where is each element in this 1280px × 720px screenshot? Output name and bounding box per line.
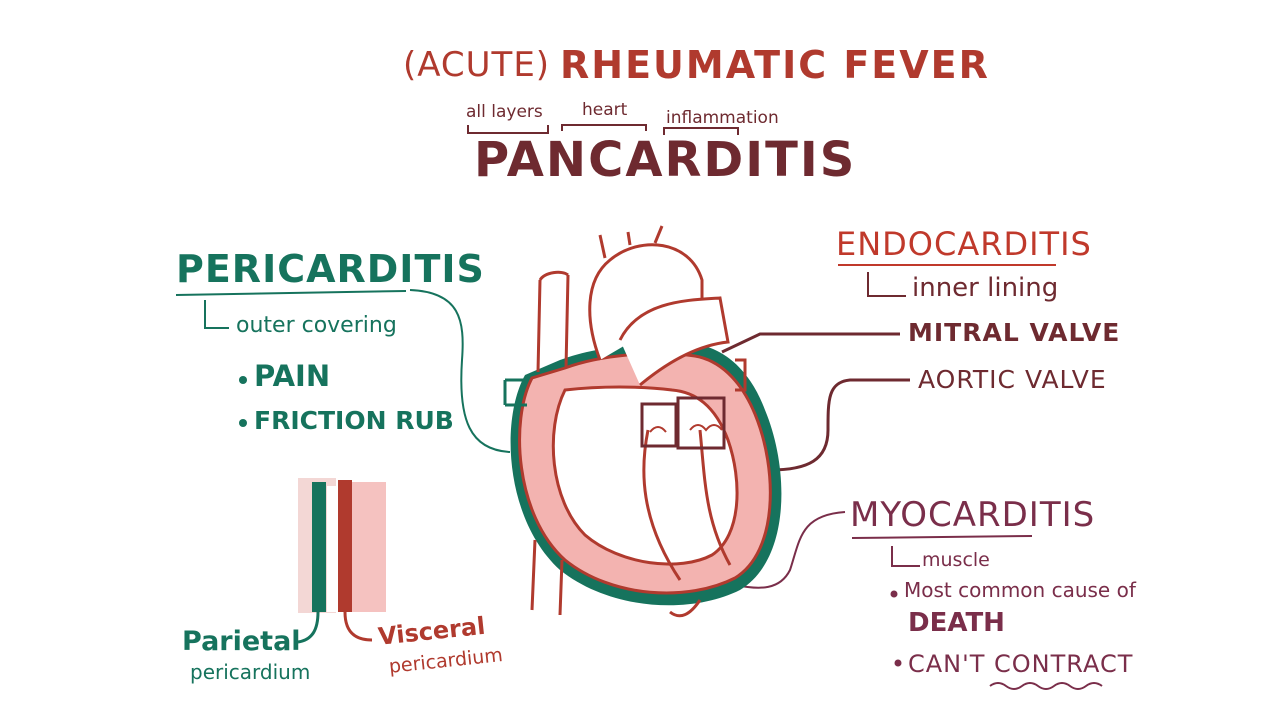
pericarditis-heading: PERICARDITIS <box>176 247 485 291</box>
pericarditis-bullet-friction-rub: FRICTION RUB <box>254 406 454 435</box>
root-inflammation: inflammation <box>666 108 779 128</box>
pancarditis-heading: PANCARDITIS <box>474 132 857 188</box>
parietal-pericardium-label: pericardium <box>190 660 311 684</box>
endocarditis-heading: ENDOCARDITIS <box>836 225 1092 263</box>
aortic-valve-label: AORTIC VALVE <box>918 365 1107 394</box>
root-heart: heart <box>582 100 628 120</box>
root-all-layers: all layers <box>466 102 543 122</box>
myocarditis-heading: MYOCARDITIS <box>850 495 1096 535</box>
title-acute: (ACUTE) <box>403 45 551 85</box>
pericarditis-bullet-pain: PAIN <box>254 359 331 393</box>
pericarditis-subtitle: outer covering <box>236 313 397 338</box>
myocarditis-bullet-cant-contract: CAN'T CONTRACT <box>908 650 1134 678</box>
endocarditis-subtitle: inner lining <box>912 273 1059 303</box>
myocarditis-bullet-common-cause: Most common cause of <box>904 578 1136 602</box>
parietal-label: Parietal <box>182 626 301 657</box>
mitral-valve-label: MITRAL VALVE <box>908 318 1121 347</box>
title-rheumatic-fever: RHEUMATIC FEVER <box>560 43 990 87</box>
myocarditis-subtitle: muscle <box>922 549 990 571</box>
myocarditis-death: DEATH <box>908 608 1005 638</box>
